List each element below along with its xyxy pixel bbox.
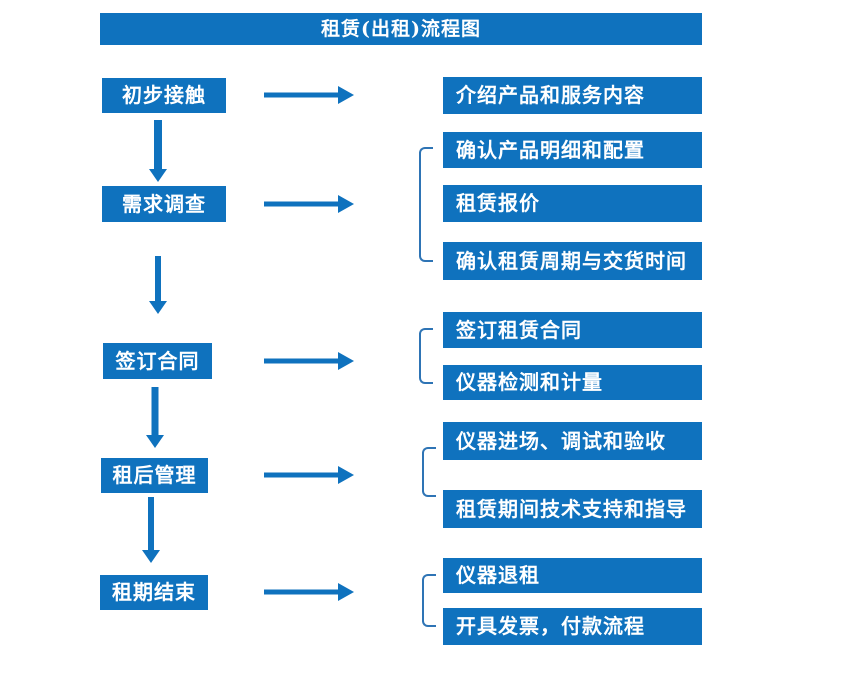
arrow-head xyxy=(338,466,354,484)
arrow-head xyxy=(338,195,354,213)
step-box-sign-contract: 签订合同 xyxy=(103,343,212,379)
arrow-shaft xyxy=(154,120,162,169)
output-box-technical-support: 租赁期间技术支持和指导 xyxy=(443,490,702,528)
arrow-shaft xyxy=(155,256,161,301)
arrow-head xyxy=(338,352,354,370)
output-box-sign-rental-contract: 签订租赁合同 xyxy=(443,312,702,348)
step-box-demand-survey: 需求调查 xyxy=(102,186,226,222)
down-arrow-icon xyxy=(142,497,160,563)
arrow-shaft xyxy=(264,201,339,207)
output-box-rental-quotation: 租赁报价 xyxy=(443,185,702,222)
arrow-shaft xyxy=(264,472,339,478)
down-arrow-icon xyxy=(149,120,167,182)
output-box-instrument-testing: 仪器检测和计量 xyxy=(443,365,702,400)
output-box-confirm-product-details: 确认产品明细和配置 xyxy=(443,132,702,168)
right-arrow-icon xyxy=(264,352,354,370)
right-arrow-icon xyxy=(264,86,354,104)
group-bracket xyxy=(422,447,436,497)
arrow-head xyxy=(338,86,354,104)
step-box-initial-contact: 初步接触 xyxy=(102,78,226,113)
step-box-rental-end: 租期结束 xyxy=(100,575,208,610)
right-arrow-icon xyxy=(264,466,354,484)
arrow-head xyxy=(146,435,164,448)
flowchart-title: 租赁(出租)流程图 xyxy=(100,13,702,45)
step-box-post-rental-management: 租后管理 xyxy=(101,458,208,493)
arrow-shaft xyxy=(151,387,159,435)
group-bracket xyxy=(419,328,433,384)
output-box-instrument-setup-acceptance: 仪器进场、调试和验收 xyxy=(443,422,702,460)
down-arrow-icon xyxy=(146,387,164,448)
arrow-head xyxy=(338,583,354,601)
group-bracket xyxy=(419,147,433,262)
arrow-shaft xyxy=(264,92,339,98)
right-arrow-icon xyxy=(264,195,354,213)
arrow-head xyxy=(142,550,160,563)
output-box-invoice-payment: 开具发票，付款流程 xyxy=(443,608,702,645)
down-arrow-icon xyxy=(149,256,167,314)
output-box-confirm-rental-period: 确认租赁周期与交货时间 xyxy=(443,242,702,280)
group-bracket xyxy=(422,574,436,627)
arrow-head xyxy=(149,169,167,182)
arrow-shaft xyxy=(264,589,339,595)
right-arrow-icon xyxy=(264,583,354,601)
arrow-head xyxy=(149,301,167,314)
output-box-instrument-return: 仪器退租 xyxy=(443,558,702,593)
arrow-shaft xyxy=(264,358,339,364)
arrow-shaft xyxy=(148,497,154,550)
output-box-introduce-products: 介绍产品和服务内容 xyxy=(443,77,702,114)
